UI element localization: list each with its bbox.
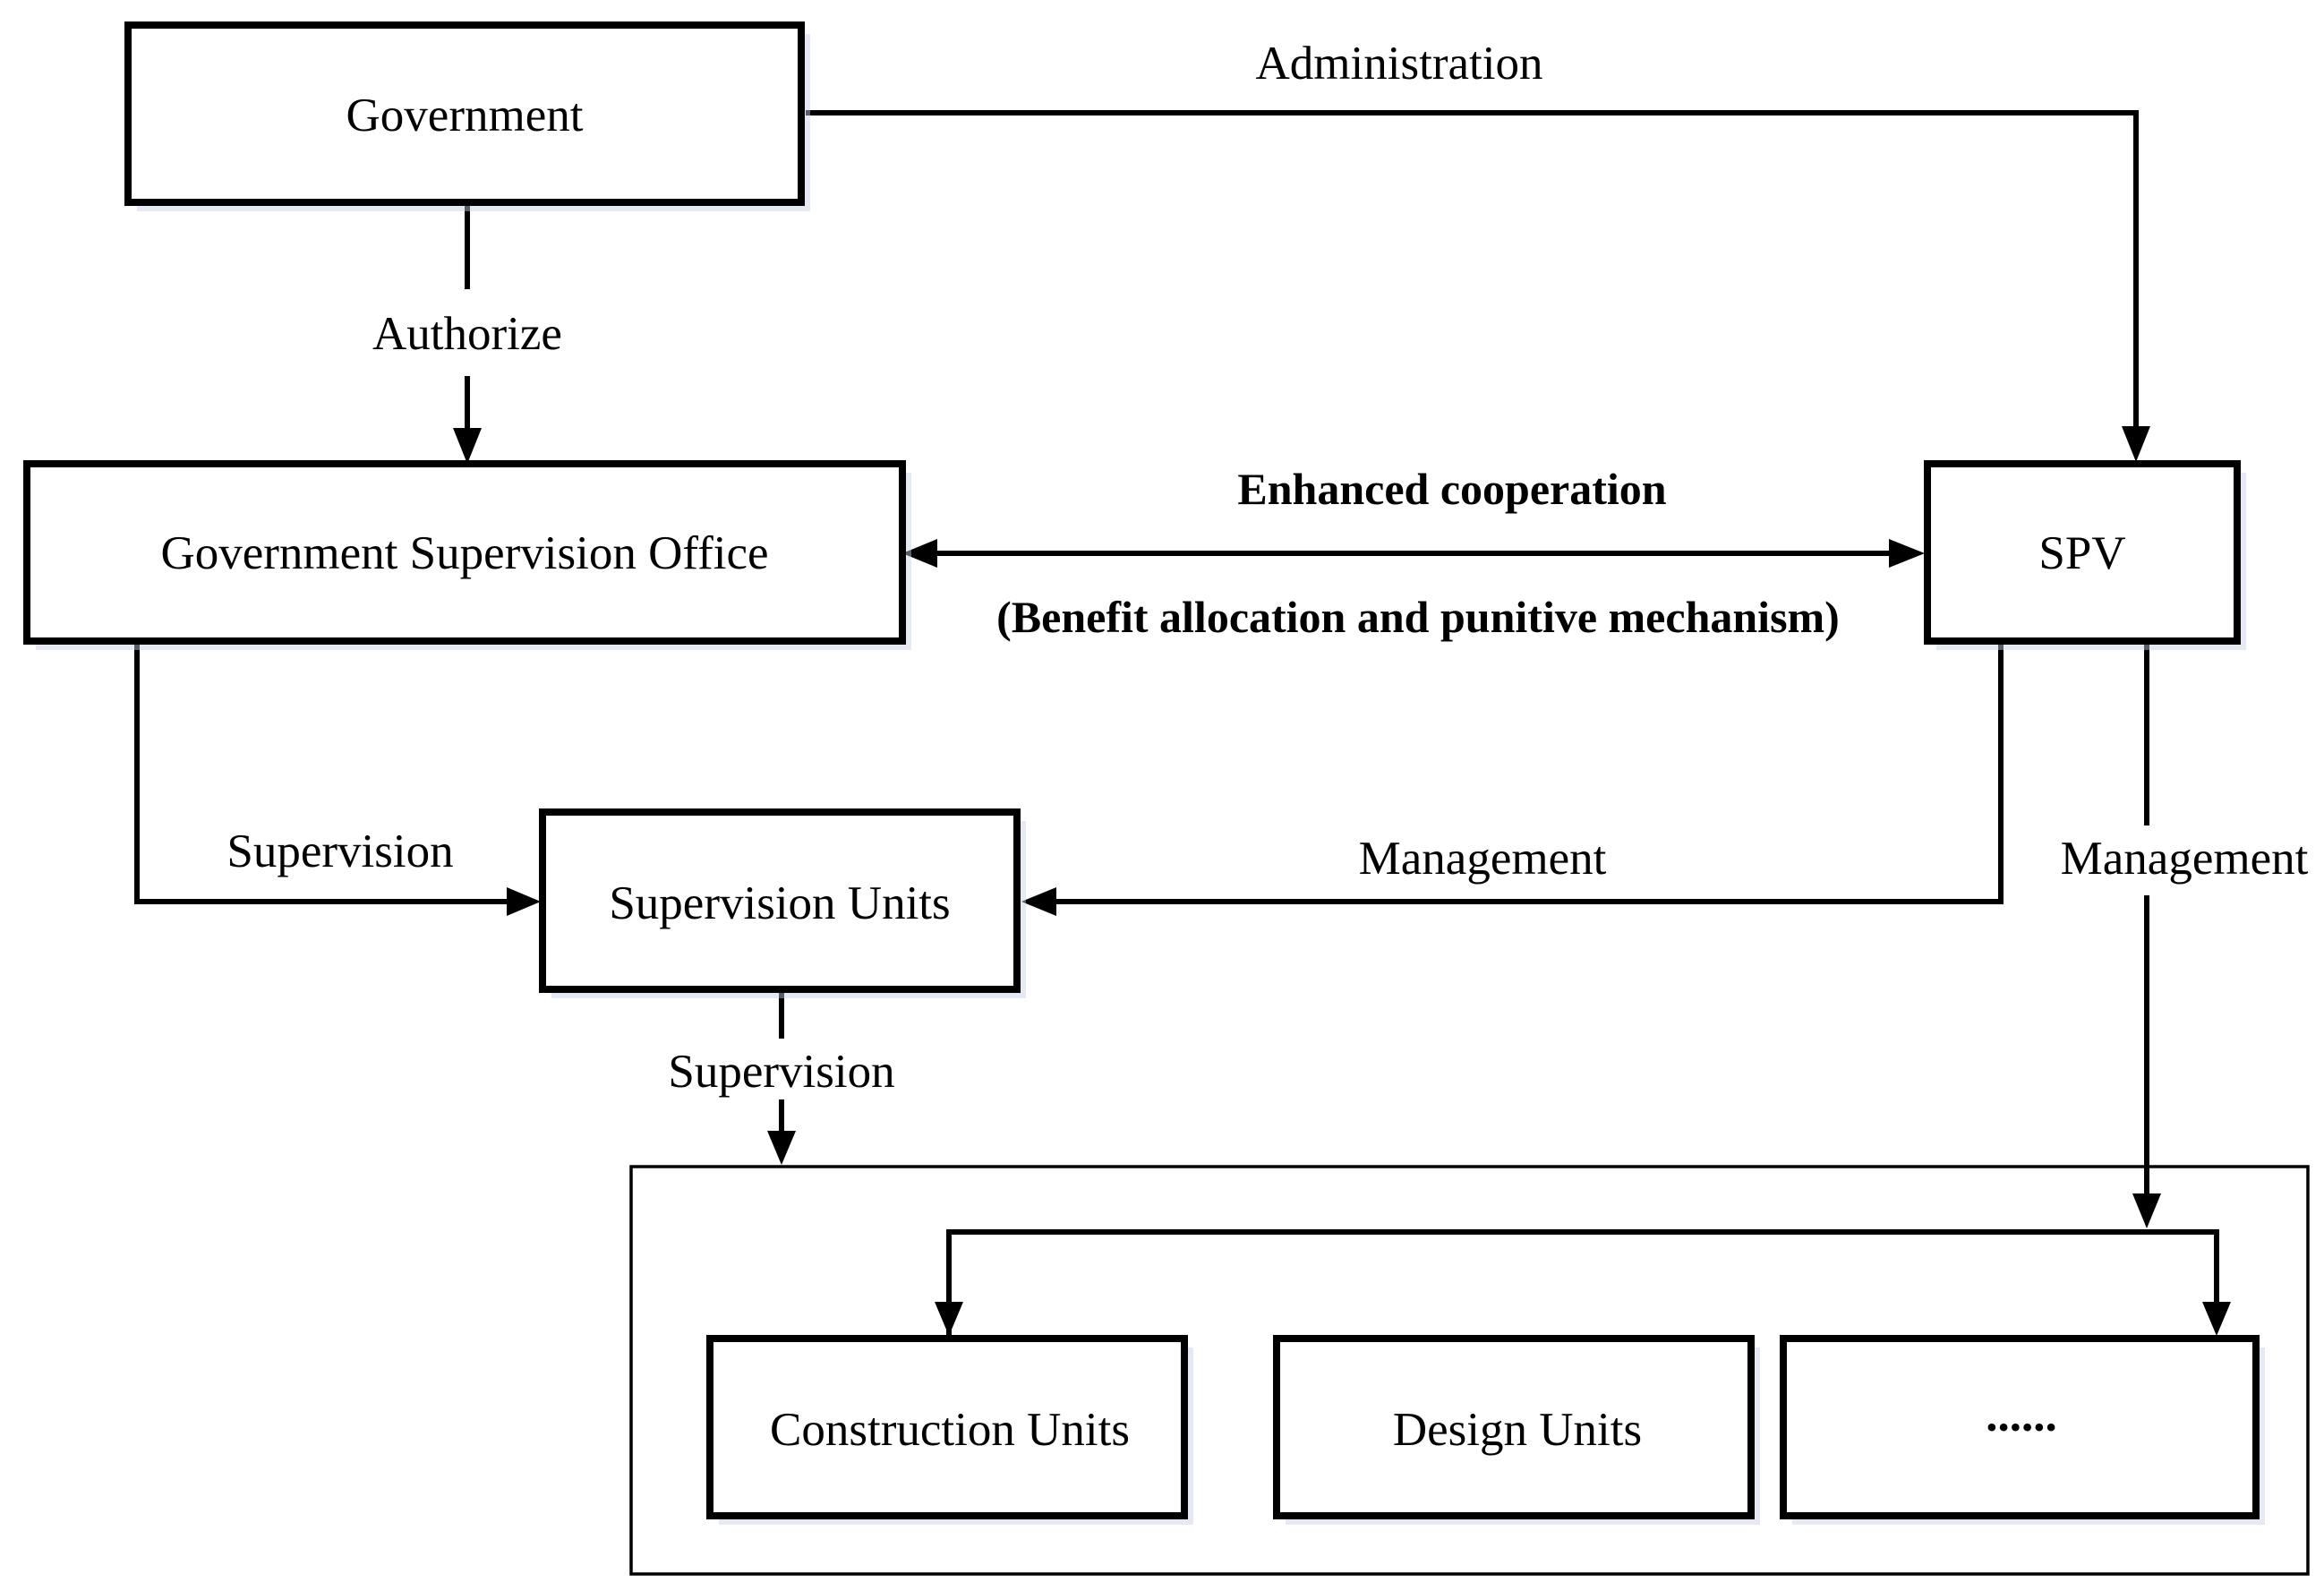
distribution-bus	[946, 1229, 2219, 1336]
administration-arrowhead	[2122, 426, 2150, 462]
units-supervision-label: Supervision	[668, 1046, 894, 1098]
cooperation-arrowhead-right	[1889, 539, 1925, 568]
construction-units-arrowhead	[935, 1302, 963, 1336]
government-box	[124, 21, 805, 206]
authorize-label: Authorize	[372, 308, 562, 360]
spv-management-label-mask	[2050, 825, 2319, 895]
spv-to-contractors-management-label: Management	[2061, 833, 2309, 885]
authorize-arrowhead	[453, 428, 482, 464]
office-supervision-arrowhead	[507, 887, 541, 916]
construction-units-box	[706, 1335, 1188, 1519]
cooperation-detail-label: (Benefit allocation and punitive mechani…	[996, 592, 1840, 642]
supervision-units-label: Supervision Units	[609, 877, 950, 929]
spv-label: SPV	[2038, 527, 2125, 579]
other-units-arrowhead	[2202, 1302, 2231, 1336]
government-supervision-office-label: Government Supervision Office	[160, 527, 768, 579]
spv-to-units-management-label: Management	[1359, 833, 1607, 885]
administration-label: Administration	[1256, 38, 1543, 90]
design-units-box	[1273, 1335, 1755, 1519]
construction-units-label: Construction Units	[770, 1404, 1130, 1456]
spv-box	[1924, 460, 2241, 645]
office-supervision-label: Supervision	[226, 825, 453, 877]
spv-to-units-management-arrowhead	[1021, 887, 1056, 916]
government-supervision-office-box	[23, 460, 906, 645]
enhanced-cooperation-label: Enhanced cooperation	[1237, 464, 1666, 514]
spv-to-units-management-connector	[1055, 642, 2004, 904]
design-units-label: Design Units	[1393, 1404, 1642, 1456]
contractor-group-frame	[629, 1165, 2310, 1576]
other-units-box	[1780, 1335, 2260, 1519]
administration-connector	[806, 110, 2139, 428]
supervision-units-box	[539, 808, 1021, 993]
spv-to-contractors-arrowhead	[2132, 1193, 2161, 1228]
government-label: Government	[346, 90, 584, 141]
other-units-label: ......	[1986, 1390, 2057, 1441]
cooperation-arrowhead-left	[902, 539, 937, 568]
units-supervision-arrowhead	[767, 1131, 796, 1165]
office-supervision-connector	[134, 642, 508, 904]
